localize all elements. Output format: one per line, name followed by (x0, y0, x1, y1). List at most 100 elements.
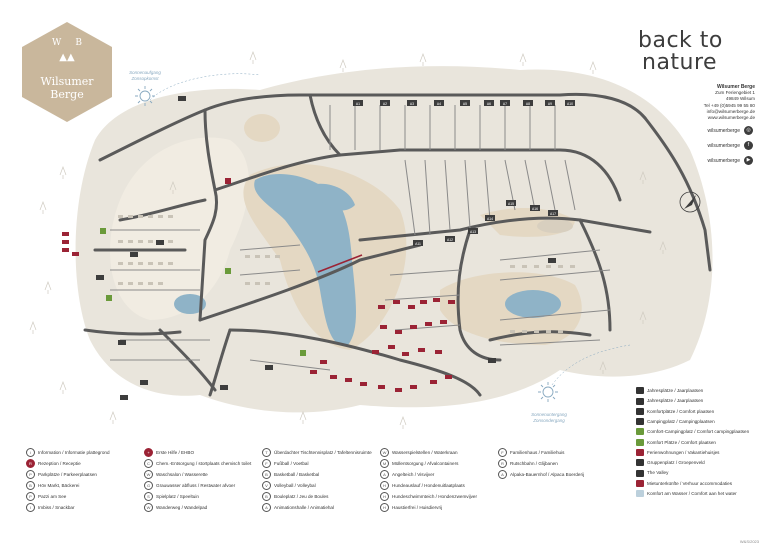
legend-icon: P (26, 470, 35, 480)
legend-label: Alpaka-Bauernhof / Alpaca Boerderij (510, 472, 585, 477)
legend-icon: S (144, 492, 153, 502)
legend-icon: W (144, 503, 153, 513)
legend-label: Familienhaus / Familiehuis (510, 450, 565, 455)
legend-swatch (636, 407, 644, 415)
right-legend-item: Jahresplätze / Jaarplaatsen (636, 386, 703, 396)
area-label-a14: A14 (487, 217, 493, 221)
legend-label: Haustierfrei / Huisdiervrij (392, 505, 443, 510)
right-legend-item: Komfort am Wasser / Comfort aan het wate… (636, 489, 737, 499)
contact-email[interactable]: info@wilsumerberge.de (706, 108, 755, 114)
legend-icon: C (144, 459, 153, 469)
right-legend-item: Comfort-Campingplatz / Comfort campingpl… (636, 427, 749, 437)
compass-icon (679, 191, 701, 213)
legend-label: Rutschbahn / Glijbanen (510, 461, 558, 466)
legend-label: Komfortplätze / Comfort plaatsen (647, 408, 715, 414)
sunrise-icon (135, 86, 155, 106)
legend-icon: B (26, 481, 35, 491)
legend-icon: H (380, 492, 389, 502)
sunset-label: Sonnenuntergang Zonsondergang (525, 412, 573, 423)
legend-swatch (636, 449, 644, 457)
legend-label: Volleyball / Volleybal (274, 483, 316, 488)
area-label-a9: A9 (548, 102, 552, 106)
logo-name-line2: Berge (50, 88, 84, 101)
legend-label: Angelteich / Visvijver (392, 472, 435, 477)
legend-item: +Erste Hilfe / EHBO (144, 448, 194, 458)
pond (537, 219, 573, 233)
social-youtube[interactable]: wilsumerberge▶ (633, 156, 753, 166)
sunset-label-de: Sonnenuntergang (531, 412, 567, 417)
contact-name: Wilsumer Berge (716, 84, 755, 90)
area-label-a4: A4 (437, 102, 441, 106)
legend-icon: B (262, 492, 271, 502)
legend-swatch (636, 459, 644, 467)
logo-name-line1: Wilsumer (40, 75, 94, 88)
legend-icon: F (498, 448, 507, 458)
legend-swatch (636, 479, 644, 487)
legend-icon: I (26, 503, 35, 513)
legend-label: Überdachter Tischtennisplatz / Tafeltenn… (274, 450, 372, 455)
legend-label: Wasserspielstellen / Waterkraan (392, 450, 458, 455)
right-legend-item: Gruppenplatz / Groepenveld (636, 458, 705, 468)
area-label-a10: A10 (567, 102, 573, 106)
sunrise-label: Sonnenaufgang Zonsopkomst (125, 70, 165, 81)
logo-badge (22, 22, 112, 122)
legend-icon: R (498, 459, 507, 469)
right-legend-item: Komfort Plätze / Comfort plaatsen (636, 438, 716, 448)
legend-icon: V (262, 481, 271, 491)
legend-label: Campingplatz / Campingplaatsen (647, 418, 715, 424)
contact-street: Zum Feriengebiet 1 (715, 90, 755, 96)
logo-initial-b: B (75, 38, 82, 48)
comfort-markers (100, 228, 306, 356)
legend-icon: A (380, 470, 389, 480)
legend-label: Jahresplätze / Jaarplaatsen (647, 398, 704, 404)
legend-icon: M (380, 459, 389, 469)
legend-icon: W (144, 470, 153, 480)
contact-city: 49849 Wilsum (725, 96, 755, 102)
legend-label: Comfort-Campingplatz / Comfort campingpl… (647, 429, 750, 435)
social-instagram[interactable]: wilsumerberge◎ (633, 126, 753, 136)
campsite-plots (118, 215, 575, 333)
legend-label: Müllentsorgung / Afvalcontainers (392, 461, 459, 466)
youtube-icon: ▶ (744, 156, 753, 166)
legend-label: Erste Hilfe / EHBO (156, 450, 195, 455)
legend-label: Gruppenplatz / Groepenveld (647, 460, 705, 466)
legend-swatch (636, 490, 644, 498)
legend-label: Mietunterkünfte / Verhuur accommodaties (647, 480, 733, 486)
area-code-labels: A1 A2 A3 A4 A5 A6 A7 A8 A9 A10 A11 A12 A… (356, 102, 573, 246)
legend-icon: H (380, 503, 389, 513)
sunrise-path (149, 73, 261, 101)
legend-label: Fußball / Voetbal (274, 461, 309, 466)
legend-icon: T (262, 448, 271, 458)
area-label-a13: A13 (470, 230, 476, 234)
paths (110, 105, 611, 371)
rental-units (62, 178, 455, 392)
right-legend-item: Jahresplätze / Jaarplaatsen (636, 396, 703, 406)
legend-icon: F (262, 459, 271, 469)
area-label-a5: A5 (463, 102, 467, 106)
contact-web[interactable]: www.wilsumerberge.de (707, 115, 755, 121)
instagram-icon: ◎ (744, 126, 753, 136)
area-label-a12: A12 (447, 238, 453, 242)
legend-label: Imbiss / Snackbar (38, 505, 75, 510)
main-lake (254, 173, 356, 346)
legend-icon: i (26, 448, 35, 458)
legend-label: Animationshalle / Animatiehal (274, 505, 335, 510)
legend-label: Hundeauslauf / Hondenuitlaatplaats (392, 483, 465, 488)
